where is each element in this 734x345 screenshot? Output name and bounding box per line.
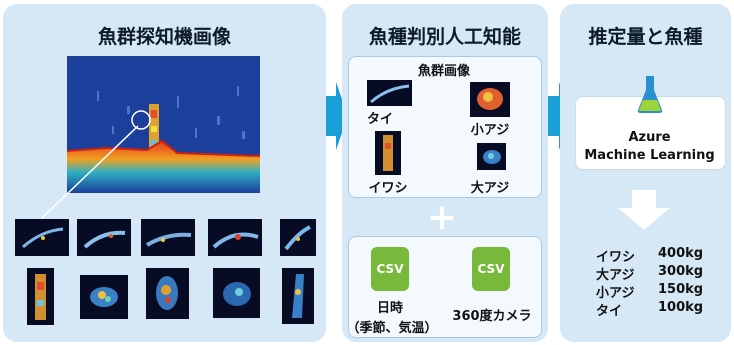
csv-camera-caption: 360度カメラ	[452, 309, 532, 324]
result-amount: 150kg	[658, 282, 704, 297]
fish-image-small-aji	[470, 82, 510, 117]
fish-label-tai: タイ	[366, 112, 393, 127]
result-row: イワシ 400kg	[596, 246, 703, 265]
result-amount: 300kg	[658, 264, 704, 279]
fish-image-iwashi	[375, 131, 401, 175]
fish-label-iwashi: イワシ	[368, 181, 408, 196]
fish-thumbnail	[213, 268, 260, 318]
fish-label-large-aji: 大アジ	[470, 181, 510, 196]
fish-thumbnail	[141, 219, 195, 256]
estimate-title: 推定量と魚種	[588, 26, 703, 48]
highlight-circle	[131, 110, 151, 130]
fish-label-small-aji: 小アジ	[470, 123, 510, 138]
result-amount: 400kg	[658, 246, 704, 261]
result-row: タイ 100kg	[596, 300, 703, 319]
azure-label: Azure	[628, 130, 671, 145]
sonar-echo-graphic	[67, 56, 260, 193]
fish-thumbnail	[77, 219, 131, 256]
estimate-panel: 推定量と魚種	[560, 4, 731, 342]
sonar-image	[67, 56, 260, 193]
result-amount: 100kg	[658, 300, 704, 315]
result-row: 大アジ 300kg	[596, 264, 703, 283]
csv-camera-icon: CSV	[472, 247, 510, 291]
machine-learning-label: Machine Learning	[584, 148, 715, 163]
result-fish: 小アジ	[596, 286, 635, 301]
csv-season-caption: （季節、気温）	[346, 321, 438, 336]
fish-thumbnail	[280, 219, 316, 256]
arrow-down-icon	[618, 190, 670, 230]
fish-ai-title: 魚種判別人工知能	[368, 26, 521, 48]
csv-datetime-caption: 日時	[376, 301, 403, 316]
csv-datetime-icon: CSV	[371, 247, 409, 291]
fish-thumbnail	[282, 268, 314, 324]
fish-thumbnail	[146, 268, 189, 319]
plus-sign: +	[426, 197, 458, 238]
fish-thumbnail	[27, 268, 54, 325]
fish-image-tai	[367, 80, 412, 106]
flask-icon	[637, 76, 663, 113]
result-fish: イワシ	[596, 250, 636, 265]
fish-thumbnail	[208, 219, 262, 256]
fish-finder-title: 魚群探知機画像	[97, 26, 231, 48]
result-fish: 大アジ	[596, 268, 635, 283]
arrow-right-icon	[326, 82, 348, 150]
result-fish: タイ	[596, 304, 623, 319]
fish-thumbnail	[80, 275, 128, 319]
fish-images-heading: 魚群画像	[417, 64, 470, 79]
result-row: 小アジ 150kg	[596, 282, 703, 301]
fish-image-large-aji	[477, 143, 506, 170]
fish-thumbnail	[15, 219, 69, 256]
fish-school-echo	[149, 104, 159, 150]
